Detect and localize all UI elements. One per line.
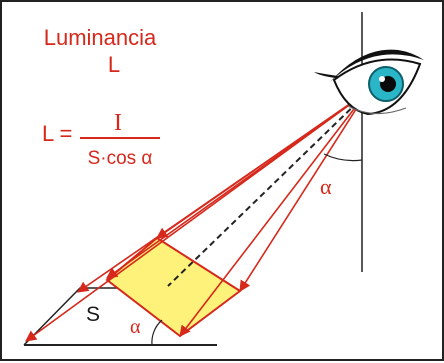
dashed-normal-line bbox=[167, 94, 366, 287]
ray-5 bbox=[179, 91, 368, 337]
formula-lhs: L = bbox=[42, 121, 72, 146]
formula-denominator: S·cos α bbox=[88, 148, 153, 169]
upper-angle-label: α bbox=[320, 174, 332, 199]
surface-label: S bbox=[86, 303, 100, 326]
luminance-symbol: L bbox=[108, 52, 120, 77]
lower-angle-label: α bbox=[130, 316, 141, 338]
lower-angle-arc bbox=[151, 319, 163, 346]
light-rays bbox=[25, 91, 368, 342]
ray-6 bbox=[239, 91, 368, 292]
ray-4 bbox=[156, 91, 368, 239]
projected-surface bbox=[105, 236, 242, 338]
upper-angle-arc bbox=[323, 153, 363, 162]
eye-icon bbox=[314, 49, 424, 116]
formula-numerator: I bbox=[114, 110, 122, 136]
diagram-title: Luminancia bbox=[44, 25, 157, 50]
